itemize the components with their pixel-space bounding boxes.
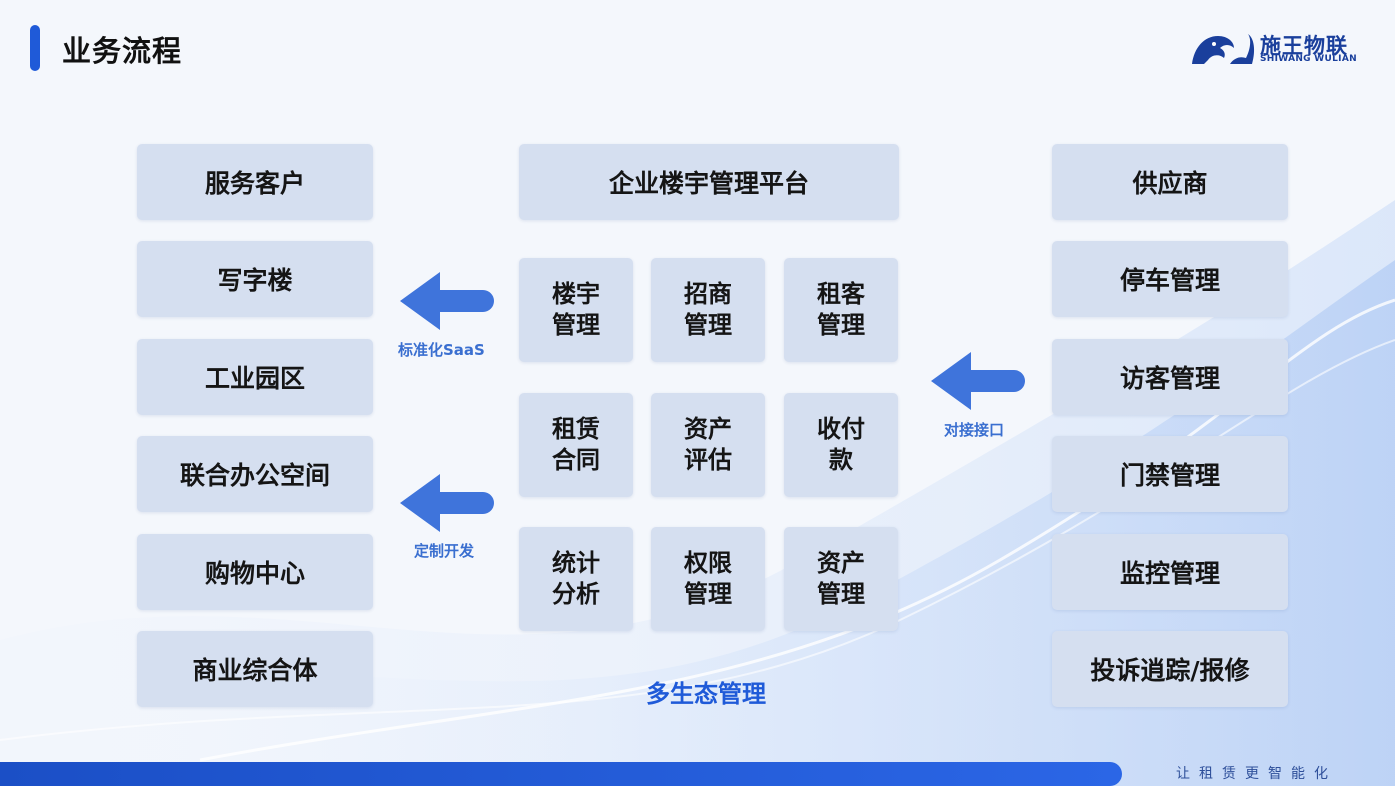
module-line: 租赁 (552, 415, 600, 443)
left-item-complex: 商业综合体 (137, 631, 373, 707)
module-box: 收付款 (784, 393, 898, 497)
module-line: 款 (829, 446, 853, 474)
left-item-label: 联合办公空间 (179, 461, 330, 490)
module-line: 租客 (817, 280, 865, 308)
platform-label: 企业楼宇管理平台 (608, 169, 809, 198)
module-box: 权限管理 (651, 527, 765, 631)
module-line: 评估 (684, 446, 732, 474)
logo-mark-icon (1192, 34, 1255, 64)
module-line: 管理 (684, 311, 732, 339)
module-box: 资产管理 (784, 527, 898, 631)
left-item-label: 写字楼 (217, 266, 293, 295)
module-box: 招商管理 (651, 258, 765, 362)
right-item-complaint: 投诉逍踪/报修 (1052, 631, 1288, 707)
module-line: 招商 (684, 280, 732, 308)
right-item-parking: 停车管理 (1052, 241, 1288, 317)
platform-box: 企业楼宇管理平台 (519, 144, 899, 220)
module-box: 资产评估 (651, 393, 765, 497)
module-box: 统计分析 (519, 527, 633, 631)
right-item-label: 投诉逍踪/报修 (1090, 656, 1250, 685)
right-item-label: 停车管理 (1119, 266, 1220, 295)
left-item-label: 商业综合体 (192, 656, 318, 685)
right-item-visitor: 访客管理 (1052, 339, 1288, 415)
arrow-left-icon (400, 272, 494, 330)
left-header-box: 服务客户 (137, 144, 373, 220)
arrow-label-saas: 标准化SaaS (398, 341, 485, 359)
module-box: 租客管理 (784, 258, 898, 362)
left-item-industrial: 工业园区 (137, 339, 373, 415)
right-item-label: 供应商 (1132, 169, 1208, 198)
module-line: 统计 (552, 549, 600, 577)
module-line: 资产 (817, 549, 865, 577)
left-item-label: 工业园区 (204, 364, 305, 393)
left-item-office: 写字楼 (137, 241, 373, 317)
left-item-mall: 购物中心 (137, 534, 373, 610)
left-item-label: 购物中心 (204, 559, 305, 588)
right-item-label: 访客管理 (1119, 364, 1220, 393)
right-header-box: 供应商 (1052, 144, 1288, 220)
module-box: 楼宇管理 (519, 258, 633, 362)
footer-slogan: 让租赁更智能化 (1176, 766, 1337, 782)
module-line: 管理 (684, 580, 732, 608)
left-item-label: 服务客户 (204, 169, 305, 198)
brand-logo: 施王物联 SHIWANG WULIAN (1190, 28, 1360, 68)
right-item-monitor: 监控管理 (1052, 534, 1288, 610)
module-line: 管理 (817, 580, 865, 608)
right-item-label: 监控管理 (1119, 559, 1220, 588)
logo-subtitle: SHIWANG WULIAN (1260, 54, 1357, 64)
title-accent-bar (30, 25, 40, 71)
arrow-label-custom: 定制开发 (414, 542, 475, 560)
right-item-label: 门禁管理 (1119, 461, 1220, 490)
module-line: 楼宇 (552, 280, 600, 308)
footer-bar (0, 762, 1122, 786)
module-line: 收付 (817, 415, 865, 443)
module-line: 管理 (552, 311, 600, 339)
arrow-left-icon (931, 352, 1025, 410)
module-box: 租赁合同 (519, 393, 633, 497)
page-title: 业务流程 (62, 34, 183, 68)
module-line: 分析 (552, 580, 600, 608)
right-item-access: 门禁管理 (1052, 436, 1288, 512)
arrow-left-icon (400, 474, 494, 532)
module-line: 资产 (684, 415, 732, 443)
module-line: 权限 (684, 549, 732, 577)
module-line: 管理 (817, 311, 865, 339)
eco-label: 多生态管理 (646, 680, 766, 708)
logo-name: 施王物联 (1260, 34, 1348, 58)
module-line: 合同 (552, 446, 600, 474)
arrow-label-interface: 对接接口 (944, 421, 1005, 439)
left-item-coworking: 联合办公空间 (137, 436, 373, 512)
